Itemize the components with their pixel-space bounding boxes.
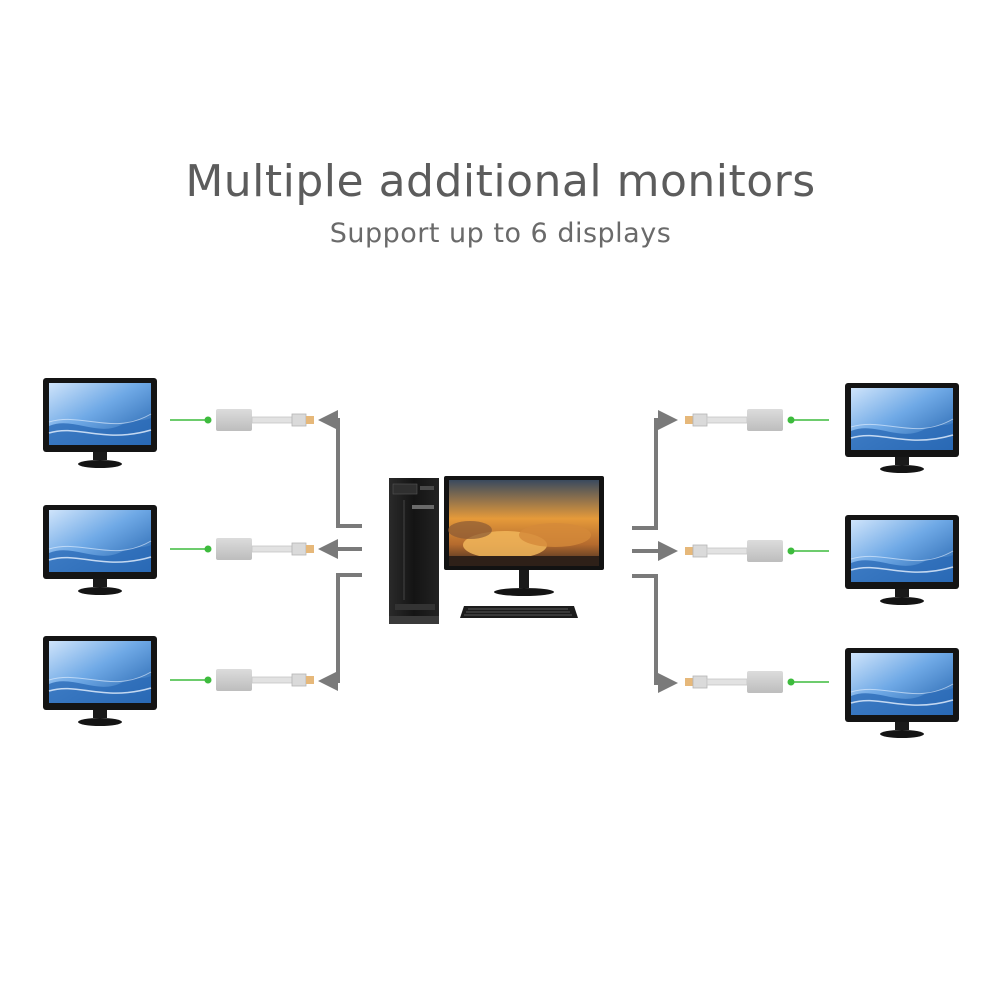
adapter-right-1 <box>684 408 830 432</box>
arrow-left-1 <box>318 410 362 528</box>
adapter-right-2 <box>684 539 830 563</box>
adapter-left-1 <box>169 408 315 432</box>
desktop-monitor <box>444 476 604 596</box>
arrow-right-3 <box>632 574 678 693</box>
arrows-left <box>318 410 362 691</box>
monitor-right-2 <box>844 514 960 606</box>
keyboard <box>460 606 578 618</box>
monitor-right-3 <box>844 647 960 739</box>
arrow-right-1 <box>632 410 678 530</box>
adapter-right-3 <box>684 670 830 694</box>
adapter-left-3 <box>169 668 315 692</box>
adapter-left-2 <box>169 537 315 561</box>
monitor-left-1 <box>42 377 158 469</box>
page-title: Multiple additional monitors <box>185 156 816 207</box>
arrows-right <box>632 410 678 693</box>
monitor-right-1 <box>844 382 960 474</box>
page-subtitle: Support up to 6 displays <box>329 218 672 249</box>
monitor-left-2 <box>42 504 158 596</box>
pc-tower <box>389 478 439 624</box>
monitor-left-3 <box>42 635 158 727</box>
arrow-left-3 <box>318 573 362 691</box>
